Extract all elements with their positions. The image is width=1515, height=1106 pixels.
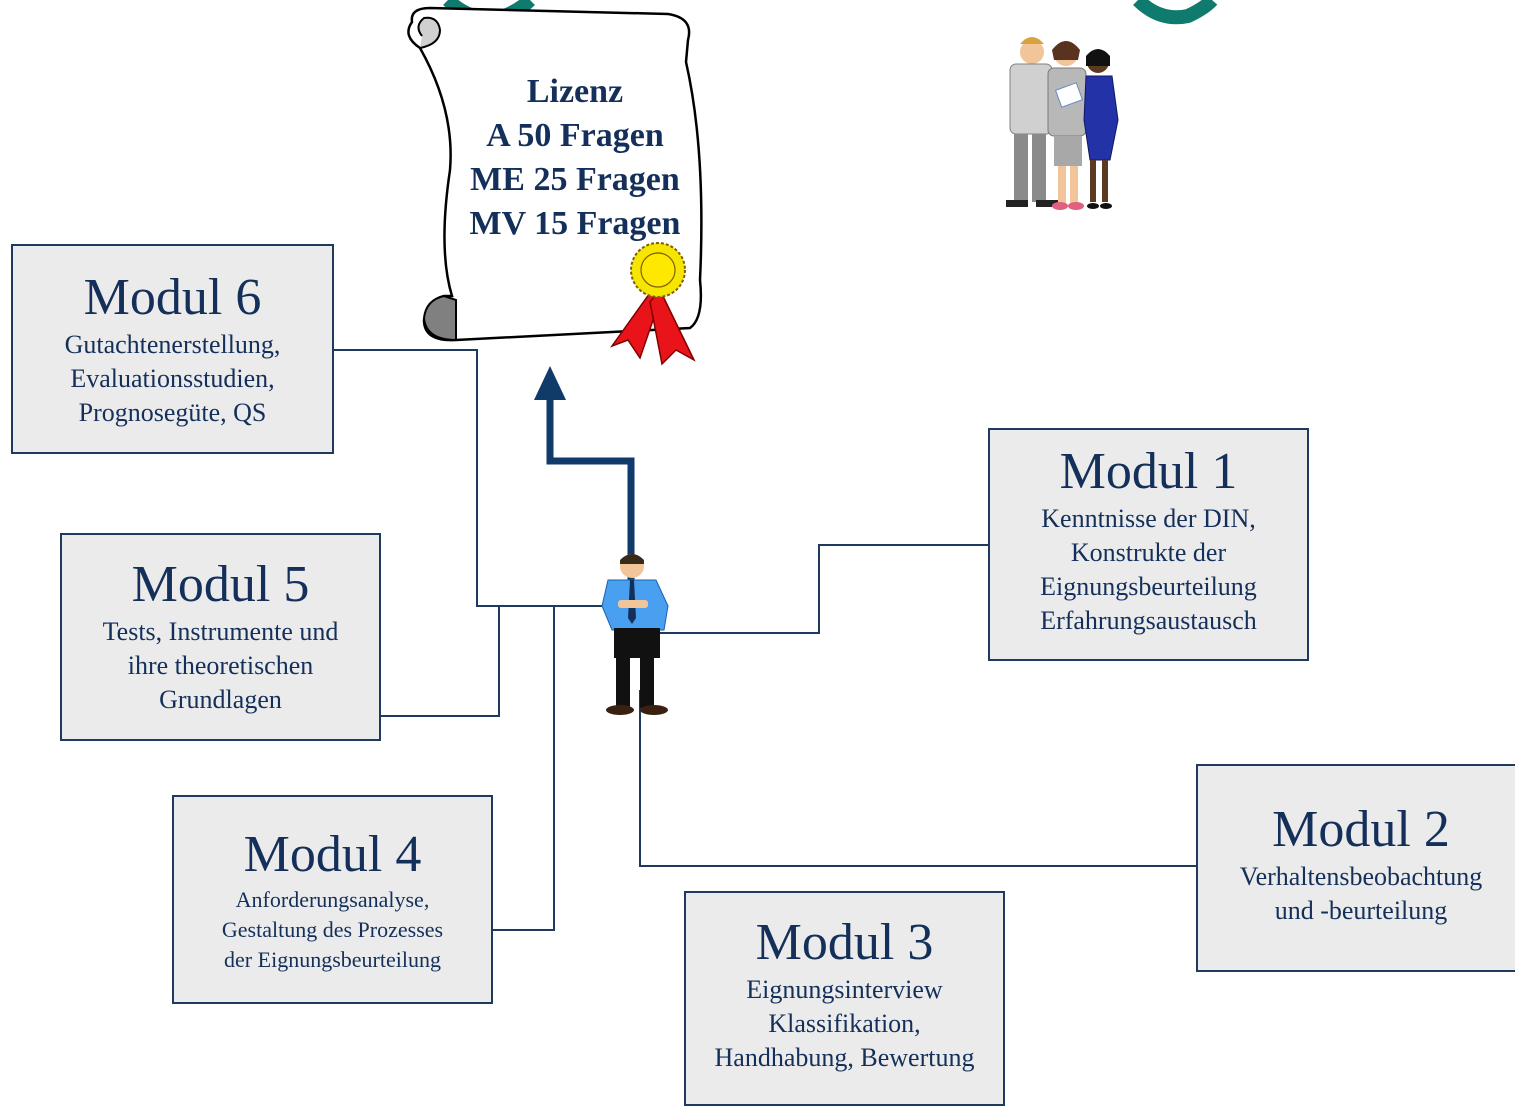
module-2-line: und -beurteilung [1274, 896, 1448, 925]
module-4-line: der Eignungsbeurteilung [224, 947, 441, 972]
module-3-title: Modul 3 [755, 914, 934, 971]
module-1-line: Kenntnisse der DIN, [1041, 504, 1256, 533]
arrow-head [534, 366, 566, 400]
module-5-title: Modul 5 [131, 556, 310, 613]
module-5-box: Modul 5 Tests, Instrumente und ihre theo… [60, 533, 381, 741]
scroll-paper [407, 6, 703, 342]
module-4-title: Modul 4 [243, 826, 422, 883]
module-6-line: Gutachtenerstellung, [64, 330, 281, 359]
connector-modul-4 [493, 606, 555, 931]
module-6-title: Modul 6 [83, 269, 262, 326]
module-2-description: Verhaltensbeobachtung und -beurteilung [1198, 860, 1515, 928]
license-title: Lizenz [526, 73, 624, 110]
scroll-top-curl [417, 16, 442, 49]
module-2-line: Verhaltensbeobachtung [1239, 862, 1483, 891]
module-1-line: Eignungsbeurteilung [1040, 572, 1257, 601]
module-1-description: Kenntnisse der DIN, Konstrukte der Eignu… [990, 502, 1307, 638]
module-6-line: Prognosegüte, QS [78, 398, 267, 427]
license-line-mv: MV 15 Fragen [469, 205, 681, 242]
module-4-line: Gestaltung des Prozesses [221, 917, 444, 942]
module-4-box: Modul 4 Anforderungsanalyse, Gestaltung … [172, 795, 493, 1004]
license-line-a: A 50 Fragen [486, 117, 664, 154]
scroll-bottom-curl [422, 294, 457, 342]
module-4-description: Anforderungsanalyse, Gestaltung des Proz… [174, 885, 491, 975]
module-3-line: Handhabung, Bewertung [714, 1043, 975, 1072]
arrow-to-license [546, 396, 635, 590]
module-6-line: Evaluationsstudien, [70, 364, 275, 393]
module-1-line: Konstrukte der [1070, 538, 1227, 567]
module-5-line: ihre theoretischen [127, 651, 314, 680]
module-3-line: Klassifikation, [768, 1009, 921, 1038]
module-1-line: Erfahrungsaustausch [1040, 606, 1257, 635]
seal-ribbon-icon [609, 242, 696, 366]
connector-modul-2 [639, 690, 1196, 867]
module-2-box: Modul 2 Verhaltensbeobachtung und -beurt… [1196, 764, 1515, 972]
connector-modul-1 [640, 544, 988, 634]
module-5-line: Grundlagen [159, 685, 282, 714]
person-woman-blue-icon [1083, 49, 1119, 209]
module-3-box: Modul 3 Eignungsinterview Klassifikation… [684, 891, 1005, 1106]
module-3-description: Eignungsinterview Klassifikation, Handha… [686, 973, 1003, 1075]
connector-modul-6 [334, 349, 620, 607]
module-1-title: Modul 1 [1059, 443, 1238, 500]
module-5-line: Tests, Instrumente und [102, 617, 339, 646]
module-2-title: Modul 2 [1272, 801, 1450, 858]
person-man-icon [1006, 37, 1058, 207]
module-4-line: Anforderungsanalyse, [235, 887, 430, 912]
license-line-me: ME 25 Fragen [470, 161, 680, 198]
connector-modul-5 [381, 606, 500, 717]
person-woman-icon [1047, 41, 1087, 210]
module-6-box: Modul 6 Gutachtenerstellung, Evaluations… [11, 244, 334, 454]
license-text: Lizenz A 50 Fragen ME 25 Fragen MV 15 Fr… [440, 70, 710, 246]
header-glyph-right [1133, 0, 1218, 25]
module-6-description: Gutachtenerstellung, Evaluationsstudien,… [13, 328, 332, 430]
module-1-box: Modul 1 Kenntnisse der DIN, Konstrukte d… [988, 428, 1309, 661]
module-3-line: Eignungsinterview [746, 975, 943, 1004]
module-5-description: Tests, Instrumente und ihre theoretische… [62, 615, 379, 717]
